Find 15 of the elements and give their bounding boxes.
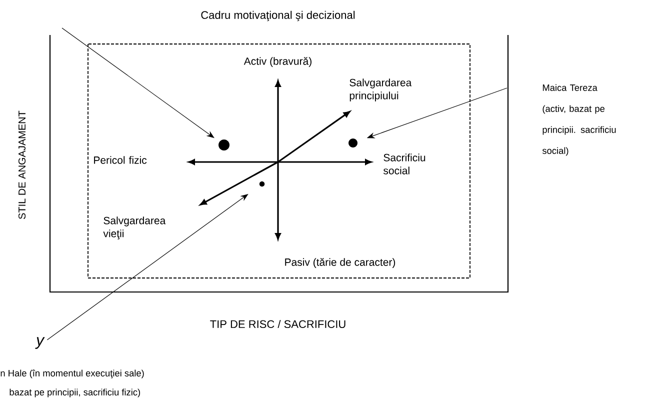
dot — [348, 138, 358, 148]
caption-text: n Hale (în momentul execuţiei sale) — [0, 370, 144, 378]
caption-text: bazat pe principii, sacrificiu fizic) — [10, 388, 140, 398]
quadrant-label: Pasiv (tărie de caracter) — [285, 258, 396, 268]
annotation-text: y — [35, 337, 45, 349]
quadrant-label: Sacrificiu social — [384, 154, 426, 174]
quadrant-label: Salvgardarea principiului — [350, 78, 412, 102]
annotation-text: Maica Tereza (activ, bazat pe principii. sacrificiu social) — [542, 84, 616, 156]
title: Cadru motivaţional şi decizional — [201, 10, 355, 22]
quadrant-label: Salvgardarea vieţii — [103, 216, 166, 240]
quadrant-label: Activ (bravură) — [244, 57, 312, 67]
axis-label: TIP DE RISC / SACRIFICIU — [210, 320, 346, 328]
axis-label: STIL DE ANGAJAMENT — [18, 110, 26, 219]
dot — [218, 140, 230, 150]
quadrant-label: Pericol fizic — [94, 156, 147, 164]
